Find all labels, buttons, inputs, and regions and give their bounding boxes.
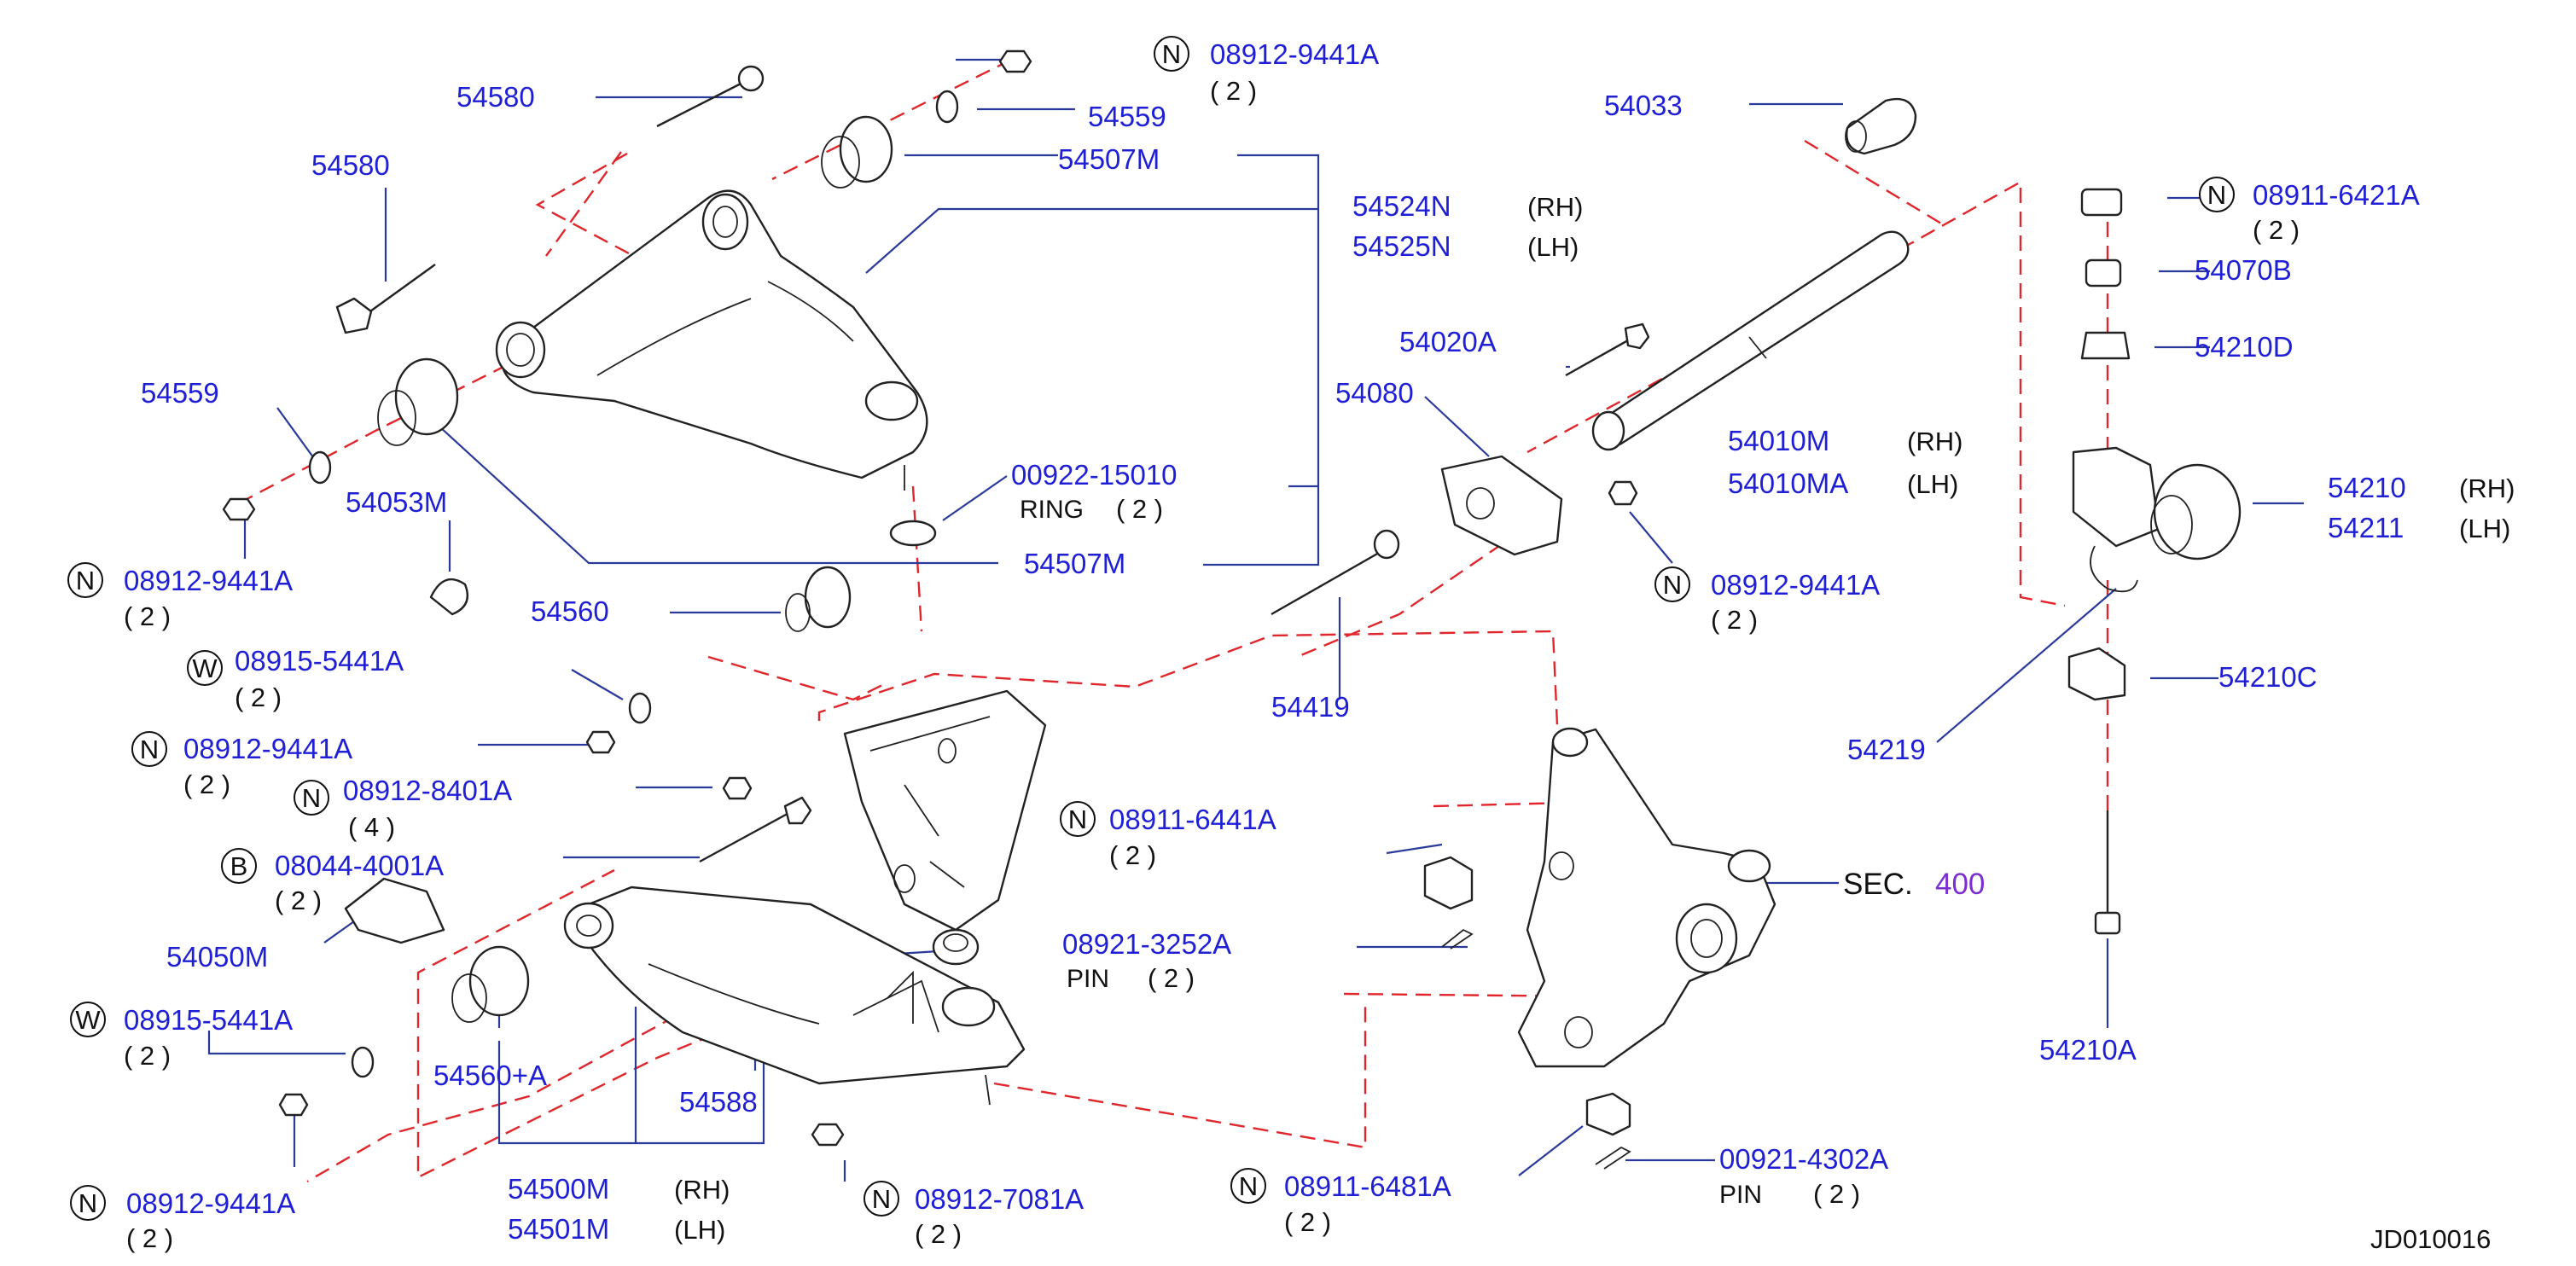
- qty-label: ( 2 ): [1210, 76, 1257, 106]
- label-54219: 54219: [1847, 734, 1926, 765]
- label-54525n: 54525N: [1352, 230, 1451, 262]
- knuckle-assembly: [1423, 727, 1776, 1170]
- label-08911-6441a: 08911-6441A: [1109, 804, 1276, 835]
- label-54560-a: 54560+A: [433, 1060, 547, 1091]
- label-08915-5441a-upper: 08915-5441A: [235, 645, 404, 677]
- label-08911-6481a: 08911-6481A: [1284, 1170, 1451, 1202]
- label-54588: 54588: [679, 1086, 758, 1118]
- side-rh: (RH): [2459, 473, 2515, 503]
- qty-label: ( 2 ): [915, 1219, 962, 1249]
- label-54419: 54419: [1271, 691, 1350, 723]
- qty-label: ( 4 ): [348, 812, 395, 842]
- label-08912-8401a: 08912-8401A: [343, 775, 512, 806]
- label-54580-a: 54580: [456, 81, 535, 113]
- label-08912-9441a-top: 08912-9441A: [1210, 38, 1379, 70]
- qty-label: ( 2 ): [1711, 605, 1758, 635]
- qty-label: ( 2 ): [124, 1041, 171, 1071]
- label-08912-9441a-bottom: 08912-9441A: [126, 1188, 295, 1219]
- label-54010m: 54010M: [1728, 425, 1829, 456]
- qty-label: ( 2 ): [1284, 1207, 1331, 1237]
- label-00921-4302a: 00921-4302A: [1719, 1143, 1888, 1175]
- note-pin: PIN: [1067, 965, 1109, 993]
- section-label: SEC.: [1843, 868, 1913, 901]
- label-54210: 54210: [2328, 472, 2406, 503]
- lower-link-assembly: [278, 689, 1047, 1147]
- label-54501m: 54501M: [508, 1213, 609, 1245]
- code-letter: N: [79, 1188, 97, 1218]
- stabilizer-assembly: [2067, 188, 2242, 935]
- label-54524n: 54524N: [1352, 190, 1451, 222]
- side-lh: (LH): [1527, 232, 1579, 262]
- code-letter: N: [1068, 804, 1087, 834]
- qty-label: ( 2 ): [1148, 963, 1195, 993]
- label-54033: 54033: [1604, 90, 1683, 121]
- code-letter: B: [230, 851, 248, 881]
- label-08912-7081a: 08912-7081A: [915, 1183, 1084, 1215]
- compression-rod-assembly: [1271, 97, 1917, 616]
- label-08912-9441a-right: 08912-9441A: [1711, 569, 1880, 601]
- upper-link-assembly: [222, 49, 1032, 632]
- code-letter: N: [302, 783, 321, 813]
- label-54020a: 54020A: [1399, 326, 1497, 357]
- diagram-id: JD010016: [2370, 1224, 2491, 1254]
- label-54210a: 54210A: [2039, 1034, 2137, 1066]
- code-letter: N: [1663, 570, 1682, 600]
- qty-label: ( 2 ): [1109, 840, 1156, 870]
- label-54580-b: 54580: [311, 149, 390, 181]
- qty-label: ( 2 ): [124, 601, 171, 631]
- label-54070b: 54070B: [2195, 254, 2292, 286]
- label-54080: 54080: [1335, 377, 1414, 409]
- qty-label: ( 2 ): [1116, 494, 1163, 524]
- label-54010ma: 54010MA: [1728, 467, 1848, 499]
- note-pin: PIN: [1719, 1181, 1762, 1209]
- side-rh: (RH): [1907, 427, 1963, 456]
- part-labels: 54580 54580 N 08912-9441A ( 2 ) 54559 54…: [67, 36, 2515, 1254]
- qty-label: ( 2 ): [1813, 1179, 1860, 1209]
- label-08915-5441a-lower: 08915-5441A: [124, 1004, 293, 1036]
- label-08912-9441a-left: 08912-9441A: [124, 565, 293, 596]
- leader-lines: [207, 58, 2304, 1182]
- label-54559-left: 54559: [141, 377, 219, 409]
- label-54050m: 54050M: [166, 941, 268, 973]
- assembly-lines: [238, 58, 2109, 1183]
- note-ring: RING: [1020, 496, 1084, 524]
- code-letter: N: [140, 735, 159, 764]
- label-08921-3252a: 08921-3252A: [1062, 928, 1231, 960]
- side-lh: (LH): [1907, 469, 1958, 499]
- label-54500m: 54500M: [508, 1173, 609, 1205]
- label-00922-15010: 00922-15010: [1011, 459, 1178, 491]
- side-rh: (RH): [674, 1175, 730, 1205]
- qty-label: ( 2 ): [2253, 215, 2300, 245]
- side-rh: (RH): [1527, 192, 1583, 222]
- code-circle: [1154, 36, 1189, 72]
- label-54210c: 54210C: [2218, 661, 2317, 693]
- label-08912-9441a-mid: 08912-9441A: [183, 733, 352, 764]
- label-54560: 54560: [531, 595, 609, 627]
- code-letter: N: [76, 566, 95, 595]
- label-54053m: 54053M: [346, 486, 447, 518]
- label-08911-6421a: 08911-6421A: [2253, 179, 2420, 211]
- code-letter: W: [75, 1005, 101, 1035]
- qty-label: ( 2 ): [235, 682, 282, 712]
- code-letter: N: [2207, 180, 2226, 210]
- qty-label: ( 2 ): [183, 769, 230, 799]
- code-letter: N: [1239, 1171, 1258, 1201]
- qty-label: ( 2 ): [275, 886, 322, 915]
- label-54211: 54211: [2328, 512, 2404, 543]
- code-letter: W: [192, 653, 218, 683]
- label-54507m-top: 54507M: [1058, 143, 1160, 175]
- section-number: 400: [1935, 868, 1985, 901]
- code-letter: N: [1162, 39, 1181, 69]
- side-lh: (LH): [2459, 514, 2510, 543]
- label-54559-top: 54559: [1088, 101, 1166, 132]
- label-54507m-mid: 54507M: [1024, 548, 1125, 579]
- qty-label: ( 2 ): [126, 1223, 173, 1253]
- side-lh: (LH): [674, 1215, 725, 1245]
- label-08044-4001a: 08044-4001A: [275, 850, 444, 881]
- code-letter: N: [872, 1184, 891, 1214]
- label-54210d: 54210D: [2195, 331, 2294, 363]
